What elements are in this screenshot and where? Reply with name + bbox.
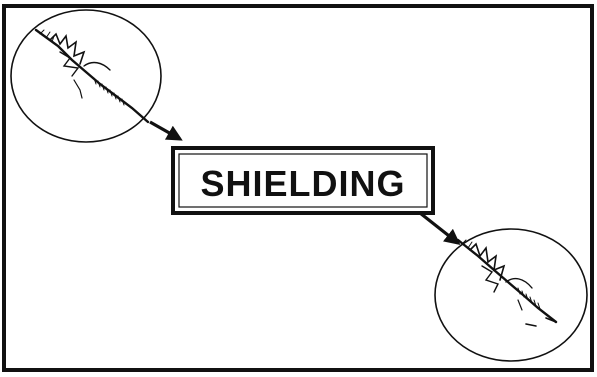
fracture-line-icon (458, 240, 556, 326)
shielding-box: SHIELDING (173, 148, 433, 213)
target-circle (435, 229, 587, 361)
arrow-source-to-shielding (150, 122, 180, 139)
arrow-shielding-to-target (420, 213, 458, 243)
source-circle (11, 10, 161, 142)
fracture-line-icon (36, 30, 148, 122)
shielding-label: SHIELDING (200, 163, 405, 204)
